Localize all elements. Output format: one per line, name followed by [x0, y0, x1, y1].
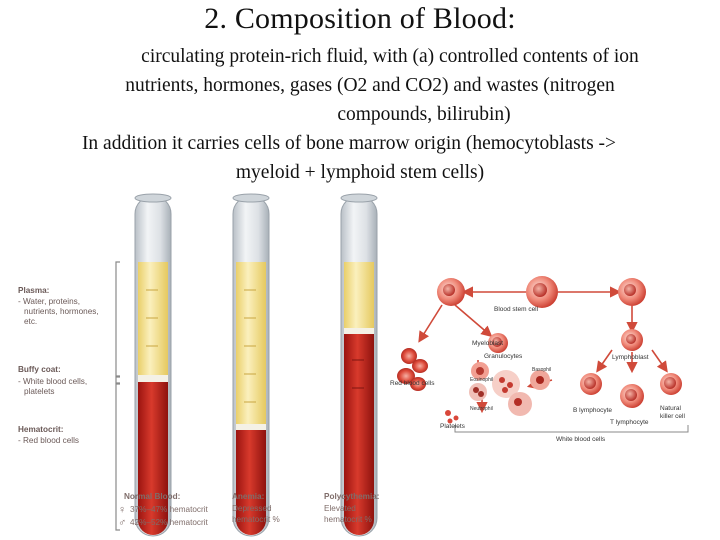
caption-normal-male: 42%–52% hematocrit — [130, 518, 209, 527]
hematocrit-item: - Red blood cells — [18, 436, 79, 445]
plasma-label: Plasma: — [18, 286, 49, 295]
caption-normal-title: Normal Blood: — [124, 492, 180, 501]
description-line: In addition it carries cells of bone mar… — [81, 133, 617, 154]
caption-polycythemia-line: Elevated — [324, 504, 356, 513]
female-symbol-icon: ♀ — [118, 504, 126, 516]
caption-normal-female: 37%–47% hematocrit — [130, 505, 209, 514]
caption-anemia-line: Depressed — [232, 504, 272, 513]
description-line: compounds, bilirubin) — [337, 104, 511, 125]
caption-anemia-line: hematocrit % — [232, 515, 280, 524]
tube-polycythemia — [340, 193, 378, 537]
buffy-coat-item: - White blood cells, — [18, 377, 87, 386]
hematocrit-label: Hematocrit: — [18, 425, 64, 434]
description-line: circulating protein-rich fluid, with (a)… — [141, 46, 639, 67]
plasma-item: etc. — [24, 317, 37, 326]
caption-polycythemia-title: Polycythemia: — [324, 492, 380, 501]
description-line: nutrients, hormones, gases (O2 and CO2) … — [125, 75, 615, 96]
buffy-coat-label: Buffy coat: — [18, 365, 61, 374]
buffy-coat-item: platelets — [24, 387, 55, 396]
layer-brackets — [115, 261, 120, 531]
tube-normal-ticks — [146, 289, 158, 347]
description-paragraph: circulating protein-rich fluid, with (a)… — [0, 42, 720, 187]
plasma-item: nutrients, hormones, — [24, 307, 99, 316]
caption-anemia-title: Anemia: — [232, 492, 264, 501]
tube-anemia-ticks — [244, 289, 256, 403]
page-title: 2. Composition of Blood: — [204, 2, 516, 35]
tube-normal — [134, 193, 172, 537]
tube-anemia — [232, 193, 270, 537]
male-symbol-icon: ♂ — [118, 517, 126, 529]
description-line: myeloid + lymphoid stem cells) — [235, 162, 485, 183]
caption-polycythemia-line: hematocrit % — [324, 515, 372, 524]
tube-polycythemia-ticks — [352, 359, 364, 389]
plasma-item: - Water, proteins, — [18, 297, 80, 306]
